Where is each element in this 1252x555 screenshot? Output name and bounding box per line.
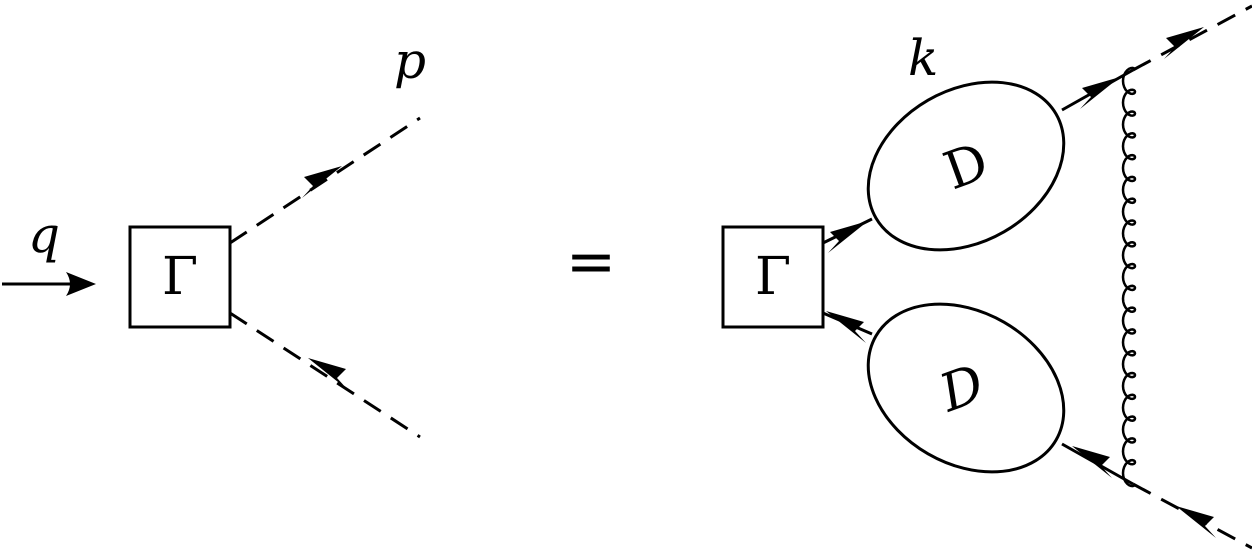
dashed-line-upper-right (1132, 4, 1252, 72)
label-p: p (394, 32, 426, 90)
gamma-symbol-left: Γ (162, 247, 198, 307)
gamma-symbol-right: Γ (755, 247, 791, 307)
arrowhead-upper-left (302, 166, 342, 198)
arrowhead-box-upper (828, 221, 868, 253)
arrowhead-lower-left (308, 358, 348, 390)
dashed-line-lower-left (229, 311, 421, 439)
arrowhead-box-lower (826, 311, 866, 343)
arrowhead-lower-right (1176, 506, 1216, 538)
dashed-line-upper-left (229, 116, 421, 245)
label-k: k (908, 29, 938, 87)
incoming-momentum-arrowhead (66, 272, 96, 296)
equals-sign: = (566, 227, 616, 297)
propagator-ellipse-lower (866, 302, 1066, 474)
gluon-propagator (1121, 66, 1137, 488)
arrowhead-upper-solid (1080, 77, 1120, 109)
right-diagram: Γ D D k (721, 4, 1252, 550)
label-q: q (28, 206, 60, 264)
gamma-box-right (721, 225, 825, 329)
label-d-upper: D (936, 132, 996, 203)
arrowhead-upper-right (1164, 27, 1204, 59)
gamma-box-left (128, 225, 232, 329)
label-d-lower: D (932, 354, 993, 425)
arrowhead-lower-solid (1072, 446, 1112, 478)
propagator-ellipse-upper (866, 80, 1066, 252)
left-diagram: q Γ p (2, 32, 426, 439)
